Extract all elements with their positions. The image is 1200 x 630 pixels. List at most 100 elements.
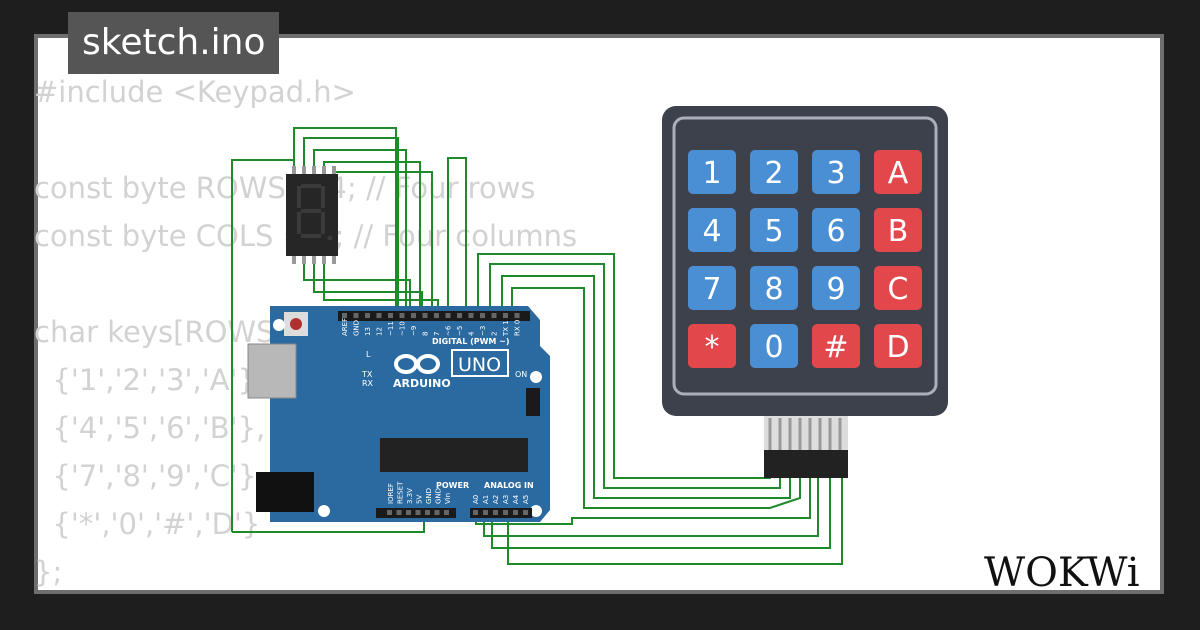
mount-hole: [530, 505, 542, 517]
digital-pin[interactable]: [445, 313, 451, 318]
keypad-key-label: D: [886, 330, 909, 365]
keypad-key-cap: [750, 208, 798, 252]
keypad-key[interactable]: A: [874, 150, 922, 194]
digital-pin[interactable]: [503, 313, 508, 318]
keypad-key-cap: [750, 324, 798, 368]
analog-pin-label: A2: [492, 495, 500, 504]
keypad-key[interactable]: D: [874, 324, 922, 368]
keypad-key[interactable]: 0: [750, 324, 798, 368]
analog-pin[interactable]: [473, 510, 478, 515]
digital-pin[interactable]: [353, 313, 359, 318]
decimal-point: [327, 235, 333, 241]
power-pin-label: RESET: [397, 481, 405, 504]
power-pin-label: 5V: [416, 495, 424, 504]
microcontroller-chip: [380, 438, 528, 472]
power-pin-label: IOREF: [387, 483, 395, 504]
preview-card: [34, 34, 1164, 594]
seven-segment-pin: [332, 166, 336, 174]
segment: [301, 209, 321, 213]
power-pin[interactable]: [425, 510, 430, 515]
power-pin[interactable]: [406, 510, 411, 515]
wire: [507, 460, 843, 565]
keypad-key-cap: [688, 208, 736, 252]
analog-pin[interactable]: [503, 510, 508, 515]
digital-label: DIGITAL (PWM ~): [432, 337, 510, 346]
seven-segment-pin: [302, 166, 306, 174]
keypad-frame: [672, 116, 938, 396]
keypad-key[interactable]: 1: [688, 150, 736, 194]
keypad-key-label: 3: [826, 156, 845, 191]
digital-pin[interactable]: [376, 313, 382, 318]
seven-segment-digit: [297, 184, 333, 241]
mount-hole: [273, 319, 285, 331]
digital-pin[interactable]: [491, 313, 497, 318]
digital-pin-label: 2: [491, 332, 499, 336]
analog-pin[interactable]: [523, 510, 528, 515]
keypad-key[interactable]: 7: [688, 266, 736, 310]
digital-pin[interactable]: [514, 313, 520, 318]
power-pin[interactable]: [396, 510, 402, 515]
seven-segment-pin: [332, 256, 336, 264]
analog-header: [470, 508, 532, 518]
mount-hole: [530, 371, 542, 383]
digital-pin[interactable]: [399, 313, 405, 318]
analog-pin[interactable]: [513, 510, 518, 515]
keypad-key[interactable]: 3: [812, 150, 860, 194]
icsp-header: [526, 388, 540, 416]
power-pin[interactable]: [444, 510, 449, 515]
keypad-key[interactable]: C: [874, 266, 922, 310]
keypad-key[interactable]: 5: [750, 208, 798, 252]
keypad-key-label: 7: [702, 272, 721, 307]
file-name-tab[interactable]: sketch.ino: [68, 12, 280, 74]
keypad-key[interactable]: 4: [688, 208, 736, 252]
keypad-key[interactable]: 9: [812, 266, 860, 310]
digital-pin-label: ~6: [445, 325, 453, 336]
digital-pin[interactable]: [457, 313, 462, 318]
keypad-key[interactable]: 8: [750, 266, 798, 310]
keypad-key-label: 9: [826, 272, 845, 307]
seven-segment-pin: [312, 256, 316, 264]
keypad-key[interactable]: 6: [812, 208, 860, 252]
keypad-key-label: 2: [764, 156, 783, 191]
segment: [297, 186, 301, 208]
digital-pin[interactable]: [468, 313, 474, 318]
keypad-key-cap: [874, 266, 922, 310]
power-pin[interactable]: [434, 510, 440, 515]
digital-pin-label: 4: [468, 331, 476, 336]
digital-pin[interactable]: [422, 313, 428, 318]
analog-pin[interactable]: [493, 510, 498, 515]
digital-pin[interactable]: [365, 313, 370, 318]
digital-pin[interactable]: [411, 313, 416, 318]
digital-pin-label: ~11: [387, 321, 395, 336]
wire: [447, 157, 467, 312]
digital-pin[interactable]: [434, 313, 439, 318]
digital-pin-label: GND: [353, 320, 361, 336]
power-pin[interactable]: [415, 510, 421, 515]
seven-segment-pin: [312, 166, 316, 174]
digital-pin[interactable]: [342, 313, 347, 318]
keypad-key-cap: [750, 266, 798, 310]
keypad-key-cap: [874, 208, 922, 252]
analog-pin-label: A3: [502, 495, 510, 504]
digital-pin[interactable]: [480, 313, 485, 318]
keypad-key[interactable]: #: [812, 324, 860, 368]
keypad-key[interactable]: 2: [750, 150, 798, 194]
keypad-key-label: 5: [764, 214, 783, 249]
digital-pin[interactable]: [388, 313, 393, 318]
wire: [303, 262, 411, 312]
seven-segment-pin: [292, 166, 296, 174]
analog-pin[interactable]: [483, 510, 488, 515]
power-label: POWER: [436, 481, 469, 490]
digital-pin-label: 13: [364, 327, 372, 336]
keypad-key[interactable]: B: [874, 208, 922, 252]
keypad-key[interactable]: *: [688, 324, 736, 368]
keypad-key-cap: [688, 150, 736, 194]
power-pin[interactable]: [387, 510, 392, 515]
keypad-key-label: C: [888, 272, 909, 307]
keypad-key-cap: [812, 266, 860, 310]
uno-badge: [451, 349, 509, 377]
digital-pin-label: 12: [376, 327, 384, 336]
wire: [313, 149, 407, 312]
segment: [301, 184, 321, 188]
wire: [293, 127, 397, 312]
